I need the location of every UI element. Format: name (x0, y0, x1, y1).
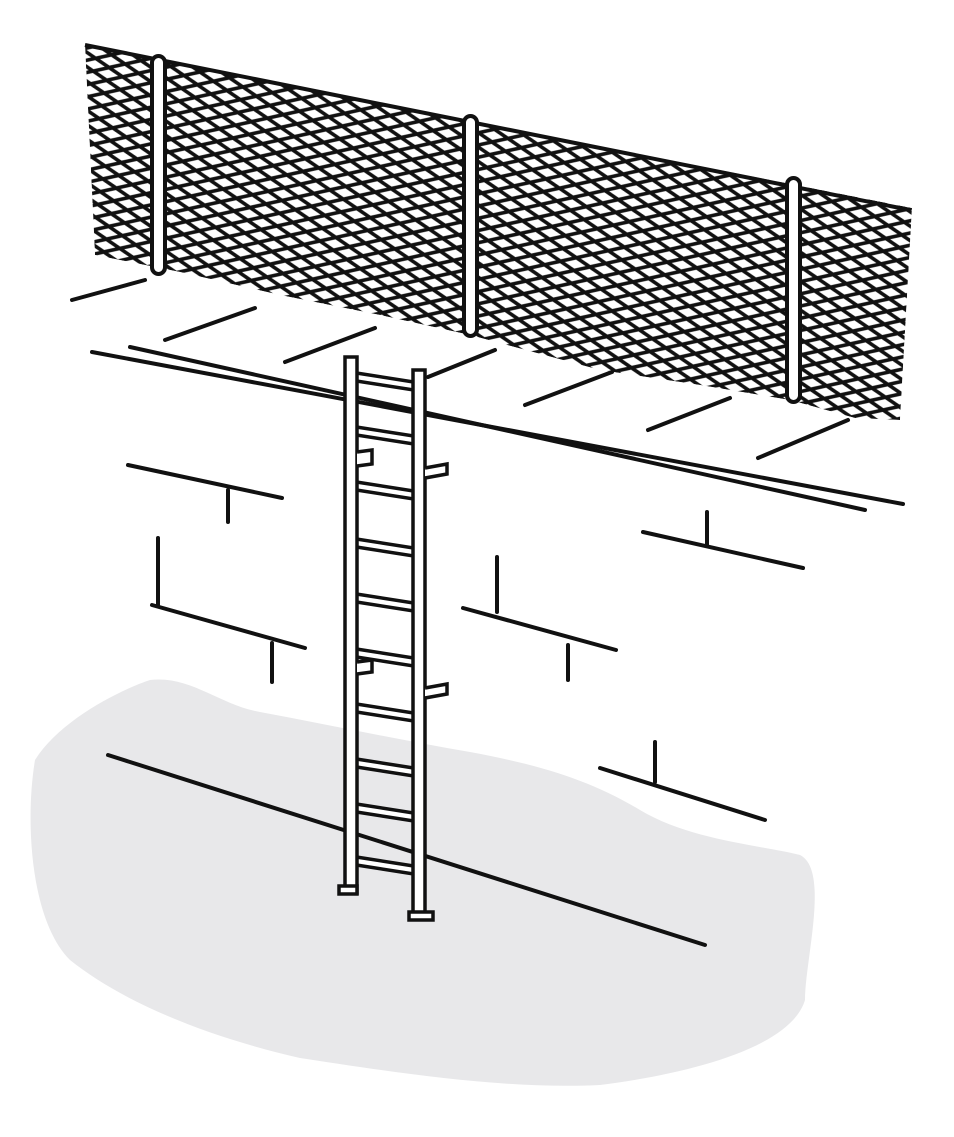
ground-line (106, 753, 707, 947)
ladder-rail-left (343, 355, 359, 895)
ladder-rung (348, 369, 422, 394)
ladder-foot (337, 884, 359, 896)
ladder-bracket (356, 658, 374, 676)
wall-top-line-inner (128, 345, 867, 512)
fence-post (462, 114, 479, 338)
ladder-rung (348, 535, 422, 560)
ladder-rung (348, 478, 422, 503)
ladder-rung (348, 423, 422, 448)
fence-post (150, 54, 167, 276)
ladder-rung (348, 590, 422, 615)
ladder-rung (348, 700, 422, 725)
fence-post (785, 176, 802, 404)
ladder-bracket (424, 681, 449, 700)
ladder (337, 355, 449, 922)
brick-joints (126, 463, 805, 822)
ladder-bracket (424, 461, 449, 480)
ladder-foot (407, 910, 435, 922)
fence-shadow-lines (70, 278, 850, 460)
mesh-fence (84, 43, 912, 420)
fence-posts (150, 54, 802, 404)
ladder-rail-right (411, 368, 427, 920)
ladder-bracket (356, 448, 374, 468)
